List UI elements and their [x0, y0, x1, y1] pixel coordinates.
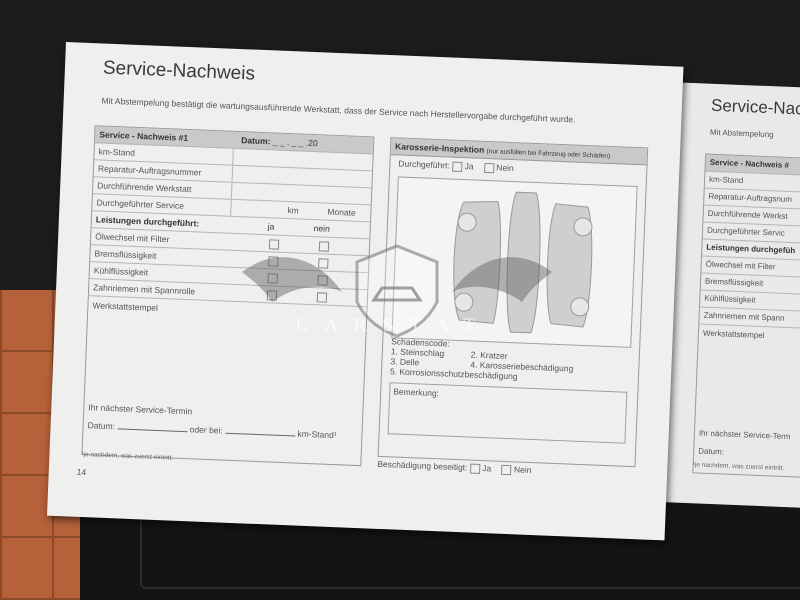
monate-label: Monate: [327, 206, 356, 218]
right-next-service: Ihr nächster Service-Term: [698, 428, 791, 442]
leistung-label: Zahnriemen mit Spannrolle: [92, 282, 196, 297]
checkbox-ja[interactable]: [469, 463, 481, 474]
intro-text: Mit Abstempelung bestätigt die wartungsa…: [101, 95, 576, 125]
schadenscode-block: Schadenscode: 1. Steinschlag 2. Kratzer …: [390, 336, 611, 385]
watermark-text: CARSTAT: [296, 316, 491, 336]
right-stamp-label: Werkstattstempel: [702, 328, 765, 341]
right-form: Service - Nachweis # km-Stand Reparatur-…: [692, 153, 800, 479]
datum-value: _ _ . _ _ .20: [272, 136, 318, 149]
form-title: Service - Nachweis #1: [99, 129, 189, 143]
checkbox-nein[interactable]: [318, 241, 330, 252]
right-page-title: Service-Nachw: [710, 95, 800, 120]
page-number: 14: [76, 466, 87, 478]
checkbox-nein[interactable]: [318, 258, 329, 269]
km-stand-label: km-Stand¹: [297, 428, 337, 441]
row-label: km-Stand: [98, 146, 136, 158]
right-page-intro: Mit Abstempelung: [709, 127, 774, 140]
leistung-label: Kühlflüssigkeit: [93, 265, 149, 278]
karosserie-title: Karosserie-Inspektion: [394, 141, 485, 155]
car-outline-illustration: [453, 191, 593, 334]
km-input[interactable]: [225, 432, 296, 437]
karosserie-subtitle: (nur ausfüllen bei Fahrzeug oder Schäden…: [486, 147, 611, 160]
karosserie-form: Karosserie-Inspektion (nur ausfüllen bei…: [377, 137, 649, 468]
beseitigt-label: Beschädigung beseitigt:: [377, 458, 468, 473]
next-service-label: Ihr nächster Service-Termin: [88, 402, 193, 417]
page-title: Service-Nachweis: [102, 57, 256, 85]
checkbox-nein[interactable]: [317, 275, 328, 286]
service-form: Service - Nachweis #1 Datum: _ _ . _ _ .…: [81, 125, 375, 467]
bemerkung-label: Bemerkung:: [393, 386, 440, 399]
nein-label: Nein: [513, 464, 532, 476]
leistungen-label: Leistungen durchgeführt:: [95, 214, 200, 229]
durchgefuehrt-row: Durchgeführt: Ja Nein: [398, 158, 514, 173]
checkbox-ja[interactable]: [451, 161, 463, 172]
leistung-label: Bremsflüssigkeit: [94, 248, 157, 261]
car-diagram: [391, 176, 638, 348]
checkbox-nein[interactable]: [501, 464, 512, 475]
datum-label: Datum:: [241, 135, 271, 147]
durchgefuehrt-label: Durchgeführt:: [398, 158, 451, 171]
leistung-label: Ölwechsel mit Filter: [95, 231, 170, 245]
nein-label: Nein: [496, 162, 514, 174]
right-datum: Datum:: [698, 446, 725, 457]
next-service-line: Datum: oder bei: km-Stand¹: [87, 420, 336, 440]
checkbox-ja[interactable]: [266, 290, 278, 301]
nein-header: nein: [313, 223, 330, 234]
ja-label: Ja: [464, 161, 474, 172]
checkbox-ja[interactable]: [268, 256, 279, 267]
checkbox-nein[interactable]: [483, 162, 495, 174]
checkbox-ja[interactable]: [267, 273, 278, 284]
row-label: Durchgeführter Service: [96, 197, 185, 211]
km-label: km: [287, 205, 299, 216]
row-label: Reparatur-Auftragsnummer: [97, 163, 202, 178]
left-page: Service-Nachweis Mit Abstempelung bestät…: [46, 42, 684, 541]
ja-header: ja: [267, 221, 275, 232]
checkbox-nein[interactable]: [316, 292, 328, 303]
ja-label: Ja: [482, 463, 492, 474]
checkbox-ja[interactable]: [268, 239, 280, 250]
oder-bei-label: oder bei:: [189, 424, 223, 436]
row-label: Durchführende Werkstatt: [97, 180, 192, 195]
datum-input[interactable]: [117, 428, 188, 433]
datum2-label: Datum:: [87, 420, 116, 432]
bemerkung-field[interactable]: Bemerkung:: [387, 382, 628, 444]
